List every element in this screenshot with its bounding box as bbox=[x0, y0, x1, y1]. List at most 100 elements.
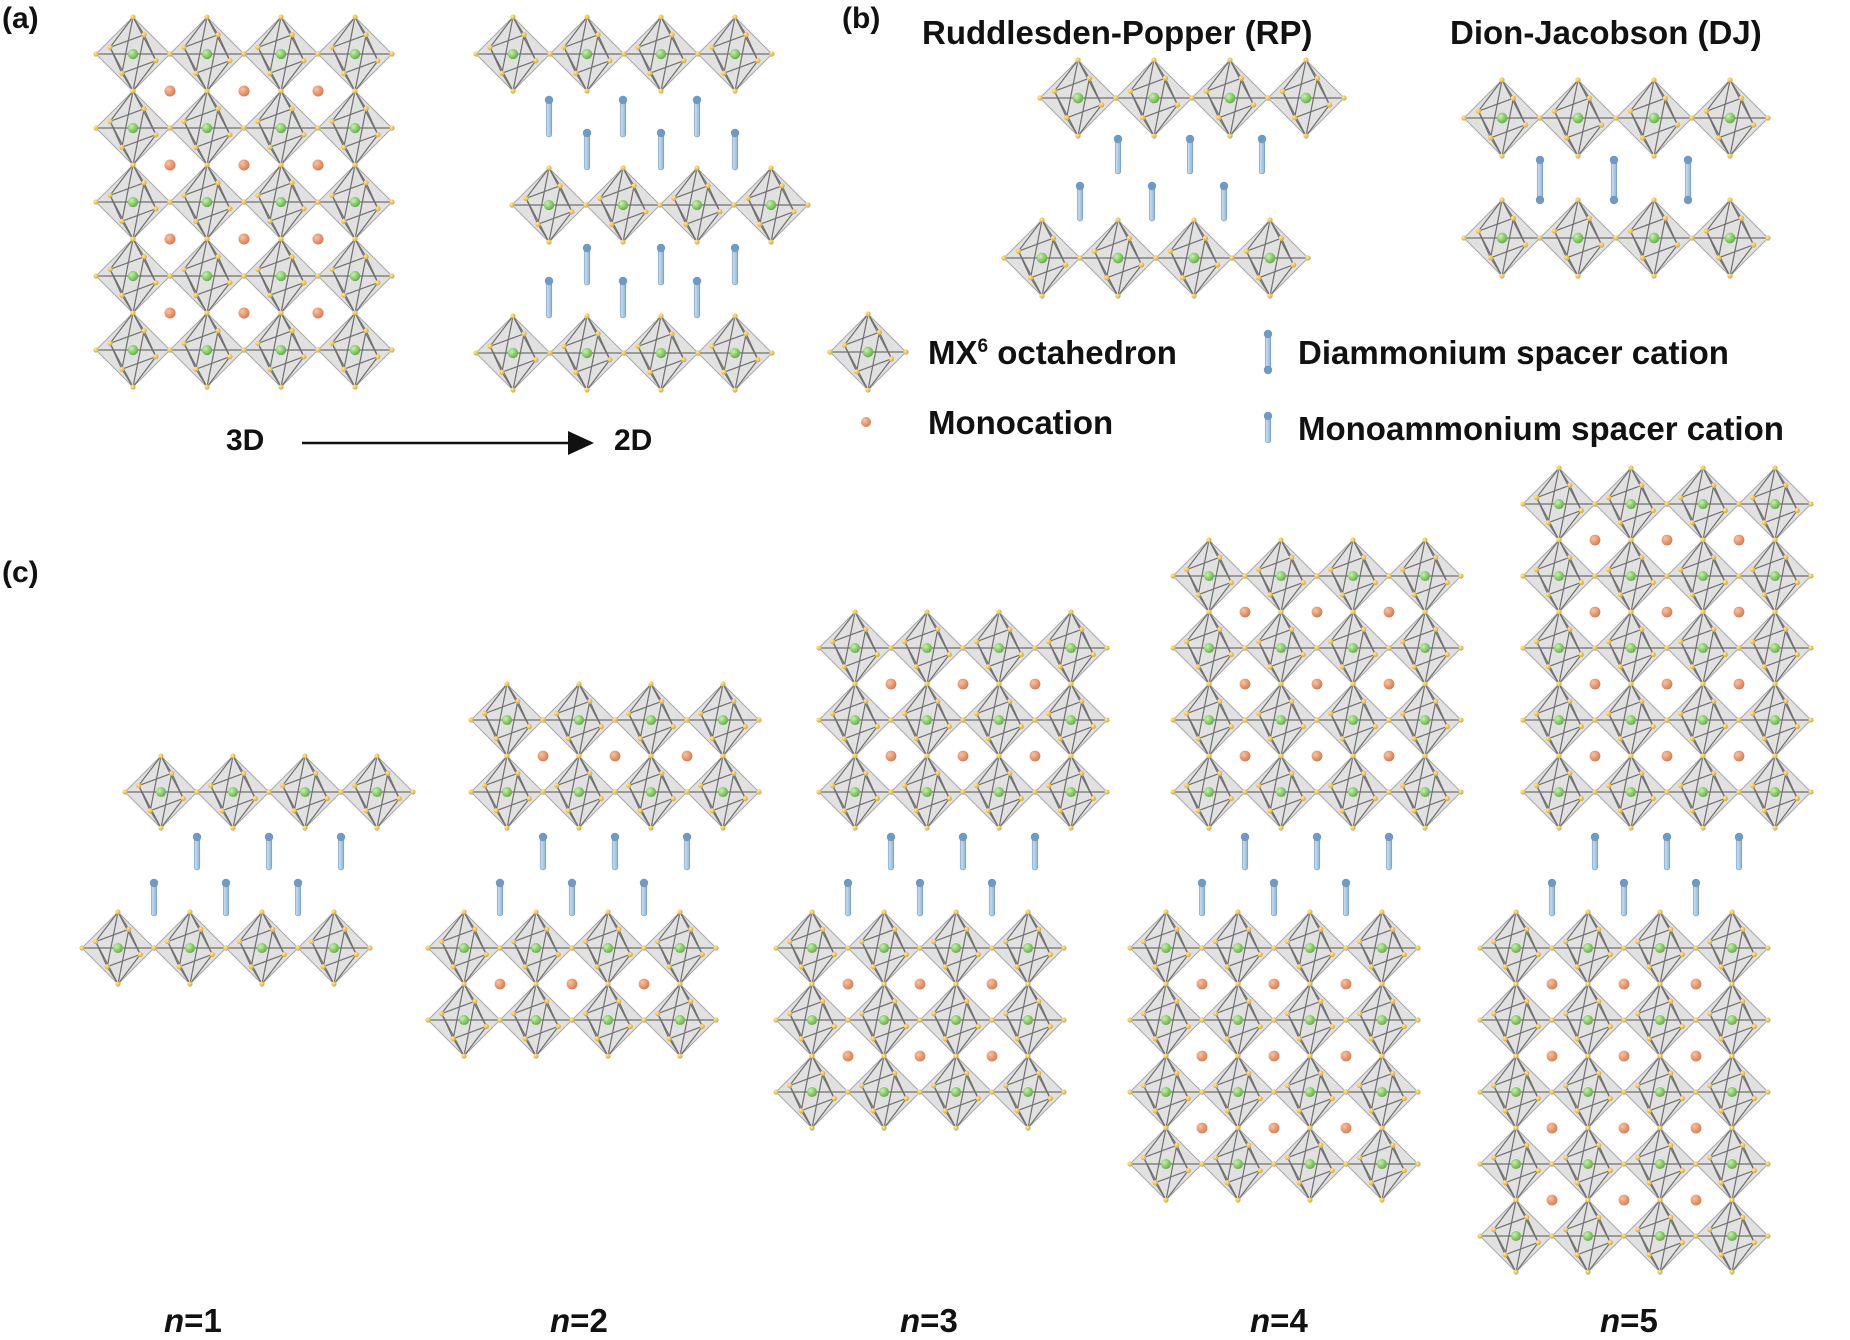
octahedron-edge bbox=[843, 725, 878, 740]
octahedron-edge bbox=[1608, 785, 1621, 811]
halide-atom bbox=[903, 1095, 909, 1102]
halide-atom bbox=[280, 782, 286, 789]
halide-atom bbox=[107, 118, 113, 124]
halide-atom bbox=[1326, 102, 1333, 108]
octahedron-edge bbox=[854, 654, 878, 685]
monoammonium-spacer bbox=[1734, 832, 1744, 871]
monocation bbox=[638, 978, 650, 990]
halide-atom bbox=[1318, 1142, 1324, 1148]
octahedron-edge bbox=[1059, 611, 1072, 667]
octahedron-edge bbox=[183, 90, 208, 122]
octahedron-edge bbox=[1309, 929, 1322, 985]
metal-atom bbox=[1203, 786, 1215, 798]
halide-atom bbox=[913, 736, 919, 742]
octahedron-edge bbox=[1536, 755, 1560, 786]
octahedron-edge bbox=[1298, 1182, 1311, 1201]
octahedron-edge bbox=[861, 983, 885, 1014]
halide-atom bbox=[93, 199, 99, 205]
octahedron-edge bbox=[1504, 1182, 1517, 1201]
octahedron-edge bbox=[966, 929, 979, 955]
halide-atom bbox=[605, 981, 611, 987]
octahedron-edge bbox=[1363, 701, 1376, 727]
octahedron-edge bbox=[1577, 124, 1603, 157]
octahedron-edge bbox=[484, 785, 497, 811]
octahedron-edge bbox=[1070, 798, 1094, 829]
octahedron-edge bbox=[121, 238, 134, 296]
halide-atom bbox=[104, 964, 110, 970]
octahedron-edge bbox=[611, 223, 624, 243]
halide-atom bbox=[1267, 217, 1273, 223]
octahedron-edge bbox=[1709, 1144, 1744, 1159]
octahedron-edge bbox=[1709, 1199, 1733, 1230]
monocation bbox=[1589, 750, 1601, 762]
octahedron-edge bbox=[1320, 1145, 1333, 1171]
octahedron-edge bbox=[1763, 797, 1798, 812]
octahedron-edge bbox=[1237, 954, 1261, 985]
octahedron-edge bbox=[1059, 810, 1072, 829]
halide-atom bbox=[1314, 75, 1321, 81]
halide-atom bbox=[1703, 108, 1710, 114]
octahedron-edge bbox=[1218, 104, 1254, 119]
octahedron-edge bbox=[1648, 983, 1661, 1039]
halide-atom bbox=[584, 88, 590, 94]
monocation bbox=[1618, 1122, 1630, 1134]
octahedron-edge bbox=[452, 983, 465, 1039]
octahedron-edge bbox=[1577, 79, 1590, 99]
halide-atom bbox=[1740, 1142, 1746, 1148]
halide-atom bbox=[181, 118, 187, 124]
halide-atom bbox=[107, 44, 113, 50]
octahedron-edge bbox=[1143, 1055, 1167, 1086]
halide-atom bbox=[521, 331, 527, 337]
halide-atom bbox=[773, 1089, 779, 1095]
octahedron-edge bbox=[206, 312, 219, 332]
mx6-octahedron bbox=[621, 313, 701, 393]
halide-atom bbox=[1411, 808, 1417, 814]
octahedron-edge bbox=[1576, 1241, 1611, 1256]
halide-atom bbox=[554, 782, 560, 789]
octahedron-edge bbox=[745, 34, 759, 61]
octahedron-edge bbox=[1016, 966, 1029, 985]
halide-atom bbox=[1621, 1089, 1627, 1095]
octahedron-edge bbox=[1053, 90, 1068, 119]
octahedron-edge bbox=[1287, 1157, 1300, 1183]
metal-atom bbox=[691, 199, 703, 211]
octahedron-edge bbox=[143, 330, 157, 357]
octahedron-edge bbox=[1547, 522, 1560, 541]
metal-atom bbox=[349, 122, 361, 134]
metal-atom bbox=[849, 642, 861, 654]
octahedron-edge bbox=[132, 60, 157, 92]
ammonium-head bbox=[1075, 181, 1085, 191]
halide-atom bbox=[1314, 717, 1320, 723]
octahedron-edge bbox=[1729, 124, 1755, 157]
octahedron-edge bbox=[1731, 1145, 1744, 1201]
octahedron-edge bbox=[1330, 785, 1343, 811]
octahedron-edge bbox=[1587, 1145, 1600, 1201]
monocation bbox=[1196, 1122, 1208, 1134]
mx6-octahedron bbox=[1343, 909, 1421, 987]
halide-atom bbox=[1372, 651, 1378, 658]
mx6-octahedron bbox=[473, 14, 553, 94]
octahedron-edge bbox=[1208, 773, 1221, 829]
octahedron-edge bbox=[1619, 755, 1632, 811]
octahedron-edge bbox=[1691, 797, 1726, 812]
metal-atom bbox=[543, 199, 555, 211]
halide-atom bbox=[1350, 609, 1356, 615]
halide-atom bbox=[1598, 242, 1605, 248]
ammonium-head bbox=[192, 832, 202, 842]
octahedron-edge bbox=[1352, 683, 1365, 702]
octahedron-edge bbox=[1587, 1242, 1611, 1273]
octahedron-edge bbox=[734, 359, 759, 391]
octahedron-edge bbox=[1629, 230, 1644, 259]
mx6-octahedron bbox=[1032, 753, 1110, 831]
octahedron-edge bbox=[1763, 522, 1776, 541]
octahedron-edge bbox=[1670, 1145, 1683, 1171]
octahedron-edge bbox=[1088, 77, 1103, 106]
monocation bbox=[1661, 534, 1673, 546]
octahedron-edge bbox=[1208, 701, 1221, 757]
halide-atom bbox=[1621, 945, 1627, 951]
halide-atom bbox=[1062, 262, 1069, 268]
halide-atom bbox=[119, 144, 125, 150]
halide-atom bbox=[659, 698, 665, 704]
halide-atom bbox=[291, 808, 297, 814]
octahedron-edge bbox=[832, 611, 856, 642]
